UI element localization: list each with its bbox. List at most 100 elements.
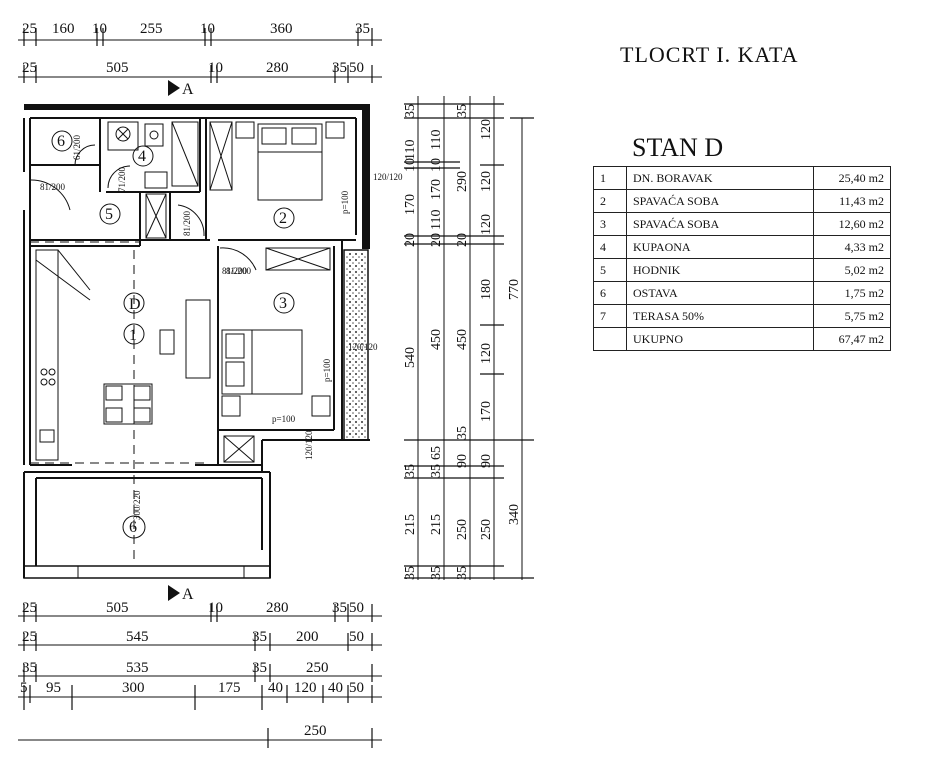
svg-text:250: 250 [479, 519, 494, 540]
room-area-cell: 11,43 m2 [813, 189, 891, 213]
room-number-cell: 5 [593, 258, 627, 282]
dim-text: 50 [349, 680, 364, 696]
dim-text: 535 [126, 660, 149, 676]
svg-text:35: 35 [403, 464, 418, 478]
svg-text:215: 215 [429, 514, 444, 535]
svg-text:450: 450 [429, 329, 444, 350]
room-number-cell: 4 [593, 235, 627, 259]
svg-text:A: A [182, 586, 194, 603]
dim-text: 25 [22, 60, 37, 76]
dim-text: 50 [349, 629, 364, 645]
sheet-title: TLOCRT I. KATA [620, 42, 799, 67]
dim-text: 5 [20, 680, 28, 696]
top-dimension-row-2: 25 505 10 280 35 50 [18, 60, 382, 83]
svg-text:61/200: 61/200 [72, 134, 82, 160]
room-name-cell: DN. BORAVAK [626, 166, 814, 190]
dim-text: 160 [52, 21, 75, 37]
dim-text: 25 [22, 21, 37, 37]
svg-text:170: 170 [429, 179, 444, 200]
room-name-cell: OSTAVA [626, 281, 814, 305]
svg-text:35: 35 [429, 464, 444, 478]
room-name-cell: HODNIK [626, 258, 814, 282]
svg-text:110: 110 [403, 140, 418, 160]
svg-text:p=100: p=100 [272, 414, 296, 424]
svg-text:35: 35 [455, 426, 470, 440]
bottom-dimension-row-5: 250 [18, 723, 382, 748]
svg-text:215: 215 [403, 514, 418, 535]
room-name-cell: KUPAONA [626, 235, 814, 259]
svg-text:120: 120 [479, 214, 494, 235]
room-name-cell: SPAVAĆA SOBA [626, 212, 814, 236]
bottom-dimension-row-1: 25 505 10 280 35 50 [18, 600, 382, 622]
svg-text:340: 340 [507, 504, 522, 525]
section-marker-bottom: A [168, 585, 194, 603]
svg-text:81/200: 81/200 [40, 182, 66, 192]
dim-text: 505 [106, 60, 129, 76]
dim-text: 10 [208, 60, 223, 76]
room-name-cell: SPAVAĆA SOBA [626, 189, 814, 213]
dim-text: 280 [266, 600, 289, 616]
dim-text: 360 [270, 21, 293, 37]
svg-text:35: 35 [429, 566, 444, 580]
bottom-dimension-row-4: 5 95 300 175 40 120 40 50 [18, 680, 382, 710]
svg-text:35: 35 [403, 104, 418, 118]
svg-text:2: 2 [279, 210, 287, 227]
dim-text: 50 [349, 60, 364, 76]
dim-text: 40 [328, 680, 343, 696]
room-number-cell [593, 327, 627, 351]
room-area-cell: 1,75 m2 [813, 281, 891, 305]
svg-text:10: 10 [403, 158, 418, 172]
svg-text:290: 290 [455, 171, 470, 192]
svg-text:35: 35 [455, 566, 470, 580]
dim-text: 35 [22, 660, 37, 676]
dim-text: 250 [304, 723, 327, 739]
svg-text:120/120: 120/120 [348, 342, 378, 352]
room-3-bedroom: 81/200 3 p=100 p=100 120/120 120/120 [219, 247, 378, 463]
svg-text:110: 110 [429, 130, 444, 150]
room-number-cell: 1 [593, 166, 627, 190]
svg-text:20: 20 [455, 233, 470, 247]
svg-text:120: 120 [479, 171, 494, 192]
svg-text:p=100: p=100 [340, 190, 350, 214]
bottom-dimension-row-3: 35 535 35 250 [18, 660, 382, 682]
svg-text:540: 540 [403, 347, 418, 368]
svg-text:1: 1 [129, 327, 137, 344]
svg-text:180: 180 [479, 279, 494, 300]
svg-text:120: 120 [479, 119, 494, 140]
svg-text:170: 170 [403, 194, 418, 215]
svg-text:120: 120 [479, 343, 494, 364]
dim-text: 10 [200, 21, 215, 37]
dim-text: 35 [252, 660, 267, 676]
dim-text: 35 [332, 600, 347, 616]
dim-text: 40 [268, 680, 283, 696]
dim-text: 95 [46, 680, 61, 696]
svg-text:770: 770 [507, 279, 522, 300]
dim-text: 175 [218, 680, 241, 696]
svg-text:120/120: 120/120 [304, 430, 314, 460]
dim-text: 25 [22, 629, 37, 645]
dim-text: 200 [296, 629, 319, 645]
room-6-storage: 6 61/200 [51, 130, 96, 166]
svg-text:120/120: 120/120 [373, 172, 403, 182]
room-area-cell: 12,60 m2 [813, 212, 891, 236]
room-1-living: D 1 81/200 300/220 [35, 249, 248, 520]
dim-text: 25 [22, 600, 37, 616]
room-6-terrace: 6 [122, 515, 146, 539]
dim-text: 35 [332, 60, 347, 76]
svg-text:300/220: 300/220 [132, 490, 142, 520]
svg-text:35: 35 [455, 104, 470, 118]
room-area-cell: 67,47 m2 [813, 327, 891, 351]
svg-text:81/200: 81/200 [222, 266, 248, 276]
svg-text:65: 65 [429, 446, 444, 460]
dim-text: 255 [140, 21, 163, 37]
room-number-cell: 3 [593, 212, 627, 236]
svg-text:81/200: 81/200 [226, 266, 252, 276]
svg-text:81/200: 81/200 [182, 210, 192, 236]
